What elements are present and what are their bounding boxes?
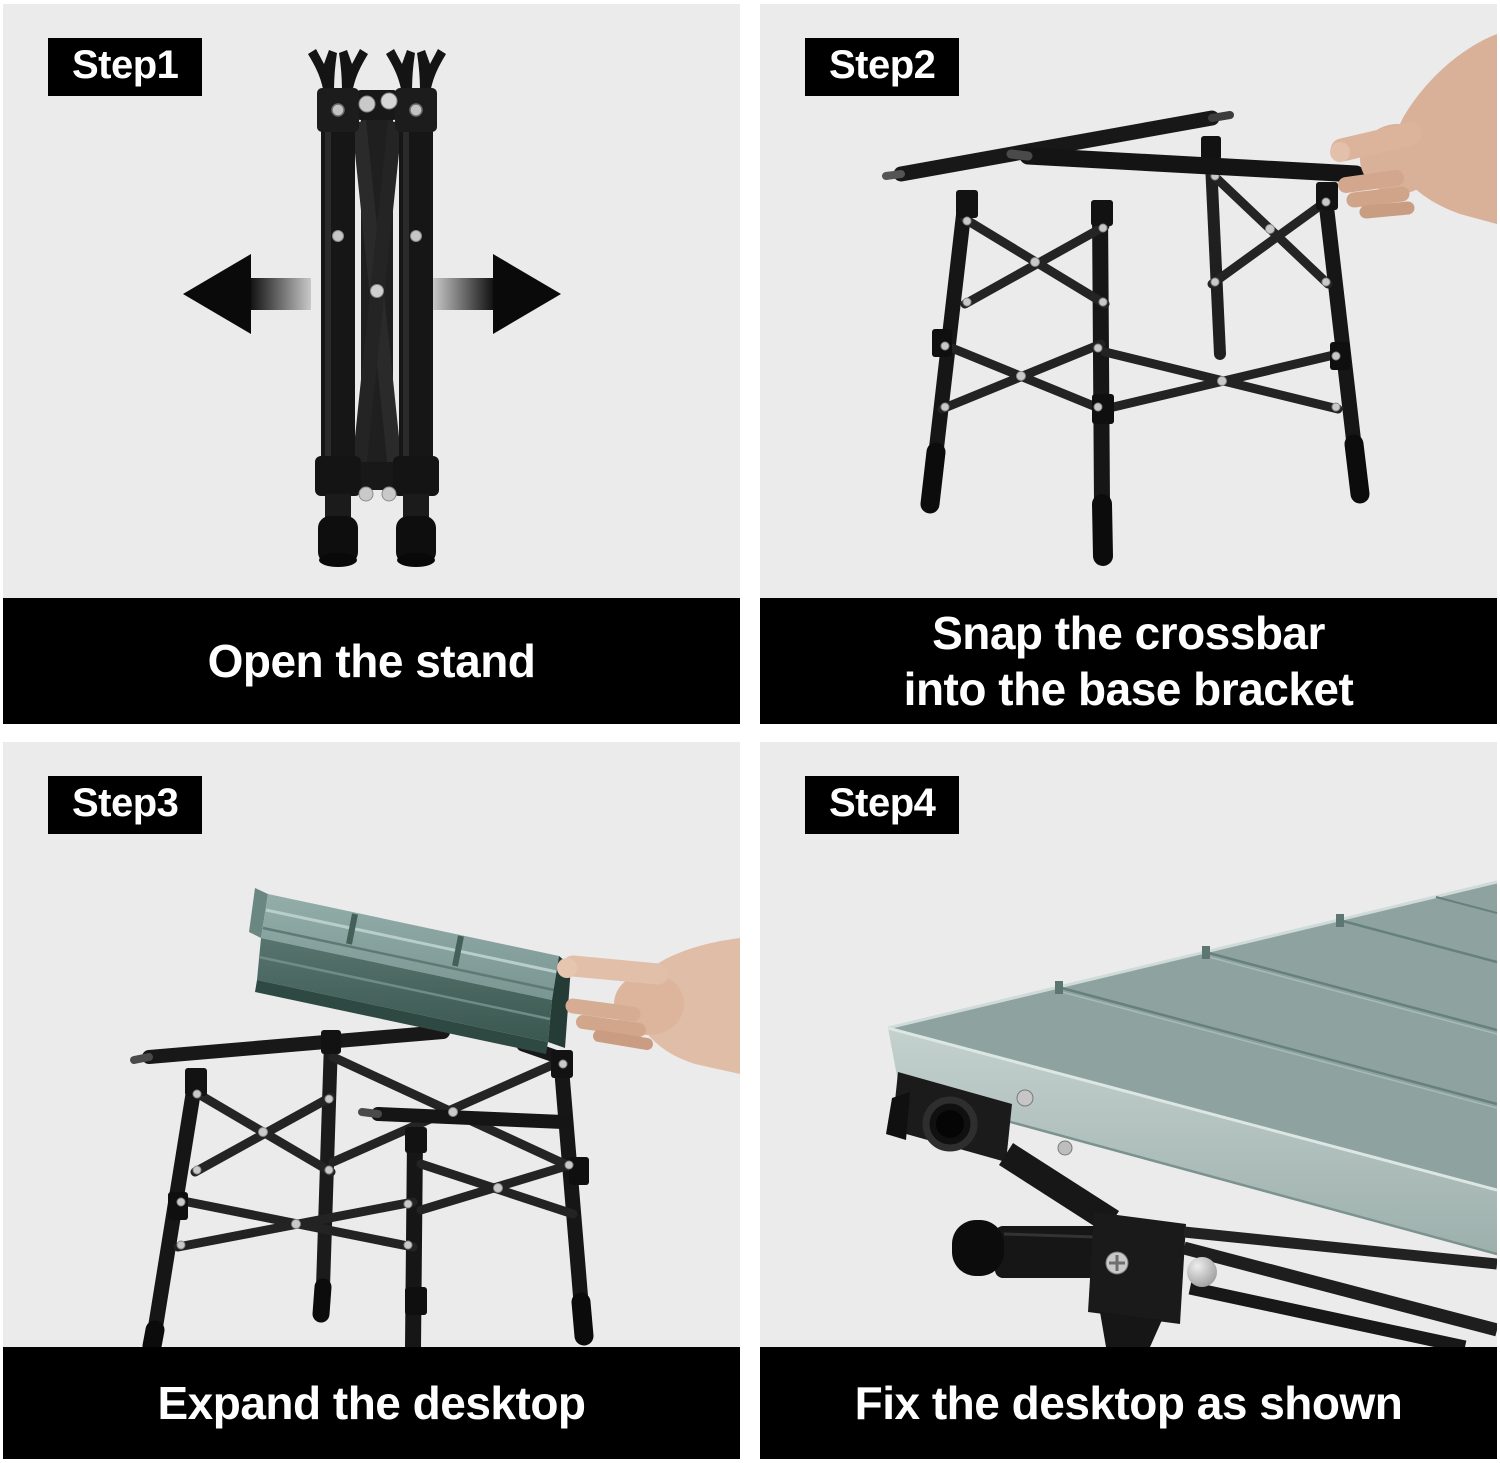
step4-panel: Step4 (760, 742, 1497, 1459)
folded-desktop-illustration (249, 888, 571, 1054)
step1-caption: Open the stand (3, 598, 740, 724)
step4-photo: Step4 (760, 742, 1497, 1347)
arrow-right-icon (433, 254, 561, 334)
step1-badge-label: Step1 (72, 43, 179, 87)
step3-badge: Step3 (48, 776, 203, 834)
step2-badge-label: Step2 (829, 43, 936, 87)
lock-hardware-illustration (886, 1072, 1497, 1347)
step2-panel: Step2 (760, 4, 1497, 724)
step1-badge: Step1 (48, 38, 203, 96)
step2-caption-line1: Snap the crossbar (932, 607, 1325, 659)
stand-with-crossbars-illustration (882, 34, 1497, 566)
step4-badge-label: Step4 (829, 781, 936, 825)
step1-photo: Step1 (3, 4, 740, 598)
desktop-corner-closeup-illustration (886, 880, 1497, 1347)
step4-caption: Fix the desktop as shown (760, 1347, 1497, 1459)
hand-illustration (557, 938, 740, 1074)
hand-illustration (1330, 34, 1497, 224)
step4-caption-line1: Fix the desktop as shown (854, 1377, 1403, 1429)
step3-panel: Step3 (3, 742, 740, 1459)
arrow-left-icon (183, 254, 311, 334)
step2-photo: Step2 (760, 4, 1497, 598)
step3-caption-line1: Expand the desktop (157, 1377, 586, 1429)
folded-desktop-on-stand-illustration (130, 888, 740, 1347)
step2-caption: Snap the crossbar into the base bracket (760, 598, 1497, 724)
step4-badge: Step4 (805, 776, 960, 834)
step1-panel: Step1 (3, 4, 740, 724)
step3-badge-label: Step3 (72, 781, 179, 825)
step1-caption-line1: Open the stand (207, 635, 536, 687)
folded-stand-illustration (183, 49, 561, 567)
step3-photo: Step3 (3, 742, 740, 1347)
step2-badge: Step2 (805, 38, 960, 96)
step3-caption: Expand the desktop (3, 1347, 740, 1459)
step2-caption-line2: into the base bracket (903, 663, 1354, 715)
